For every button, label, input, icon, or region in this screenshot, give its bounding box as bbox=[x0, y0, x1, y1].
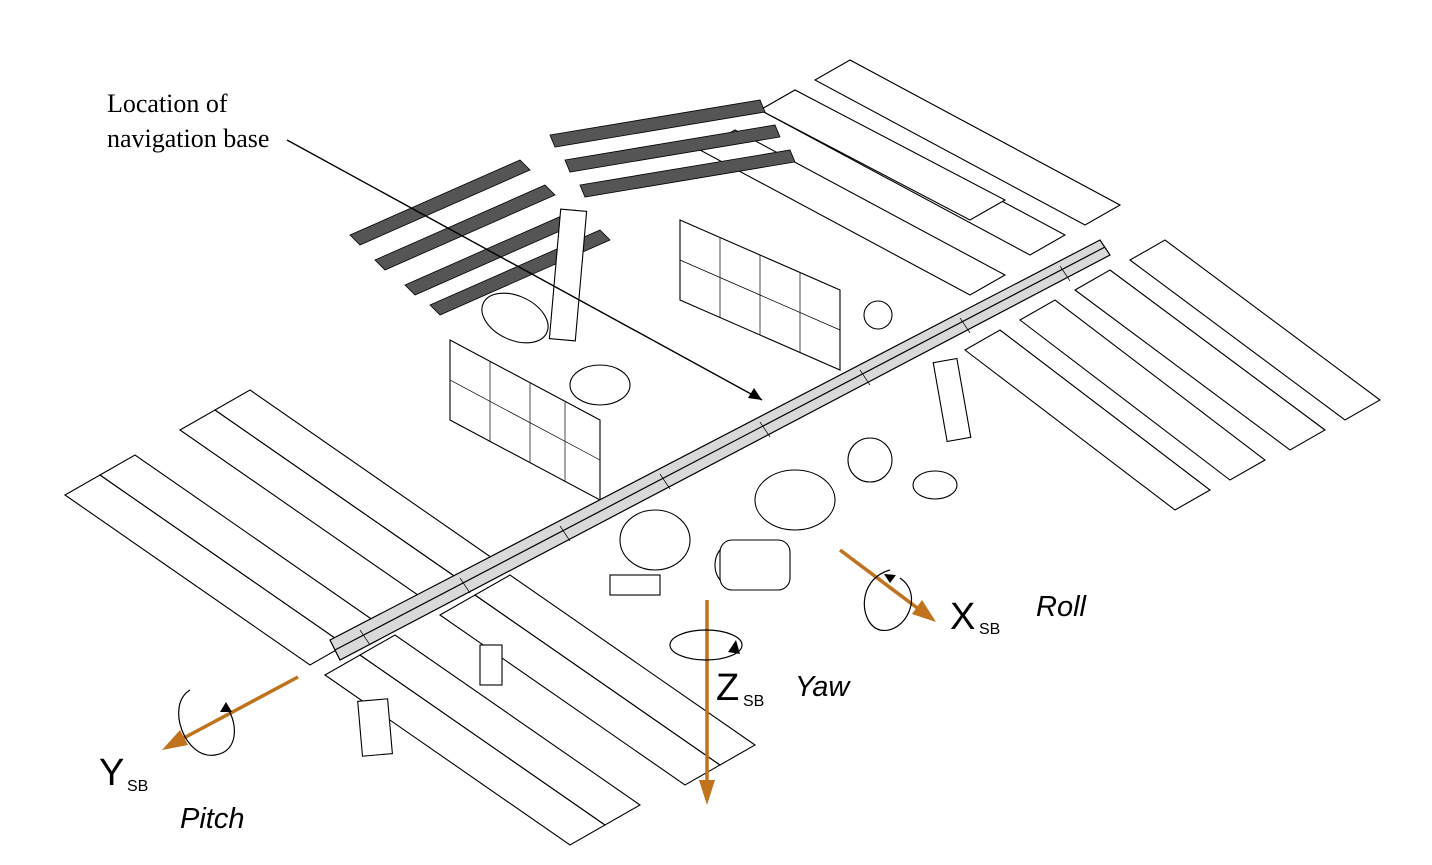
x-axis-subscript: SB bbox=[979, 621, 1000, 638]
y-axis: Y SB Pitch bbox=[99, 675, 299, 835]
x-axis: X SB Roll bbox=[838, 548, 1088, 638]
solar-array-bottom-left bbox=[323, 634, 642, 846]
y-axis-arrowhead bbox=[162, 730, 188, 750]
yaw-label: Yaw bbox=[795, 671, 851, 703]
x-axis-arrowhead bbox=[912, 600, 936, 622]
solar-array-grid-left bbox=[449, 339, 601, 501]
main-truss bbox=[329, 239, 1111, 661]
callout-line-1: Location of bbox=[107, 89, 228, 118]
callout: Location of navigation base bbox=[107, 89, 763, 401]
solar-arrays bbox=[63, 59, 1382, 846]
z-axis-arrowhead bbox=[699, 780, 715, 805]
solar-array-lower-left-a bbox=[63, 454, 382, 666]
roll-rotation-arrowhead bbox=[884, 574, 896, 583]
z-axis-letter: Z bbox=[716, 667, 739, 709]
y-axis-arrow bbox=[179, 675, 299, 742]
z-axis: Z SB Yaw bbox=[669, 600, 851, 805]
pitch-rotation-icon bbox=[178, 689, 236, 756]
x-axis-arrow bbox=[838, 548, 922, 612]
y-axis-subscript: SB bbox=[127, 778, 148, 795]
solar-array-grid-right bbox=[679, 219, 841, 371]
callout-line-2: navigation base bbox=[107, 124, 269, 153]
solar-array-bottom-right bbox=[438, 574, 757, 786]
roll-rotation-icon bbox=[863, 569, 912, 631]
pitch-label: Pitch bbox=[180, 803, 244, 835]
solar-array-right-b bbox=[964, 299, 1266, 511]
solar-array-russian-upper bbox=[549, 99, 796, 198]
solar-array-right-a bbox=[1073, 239, 1382, 451]
z-axis-subscript: SB bbox=[743, 693, 764, 710]
solar-array-upper-right-a bbox=[758, 59, 1122, 256]
x-axis-letter: X bbox=[950, 596, 975, 638]
callout-arrowhead bbox=[748, 388, 762, 400]
yaw-rotation-arrowhead bbox=[728, 640, 740, 654]
pressurized-modules bbox=[357, 208, 972, 757]
y-axis-letter: Y bbox=[99, 752, 124, 794]
callout-leader-line bbox=[286, 139, 763, 401]
roll-label: Roll bbox=[1036, 591, 1088, 623]
pitch-rotation-arrowhead bbox=[220, 702, 232, 712]
yaw-rotation-icon bbox=[669, 629, 743, 661]
